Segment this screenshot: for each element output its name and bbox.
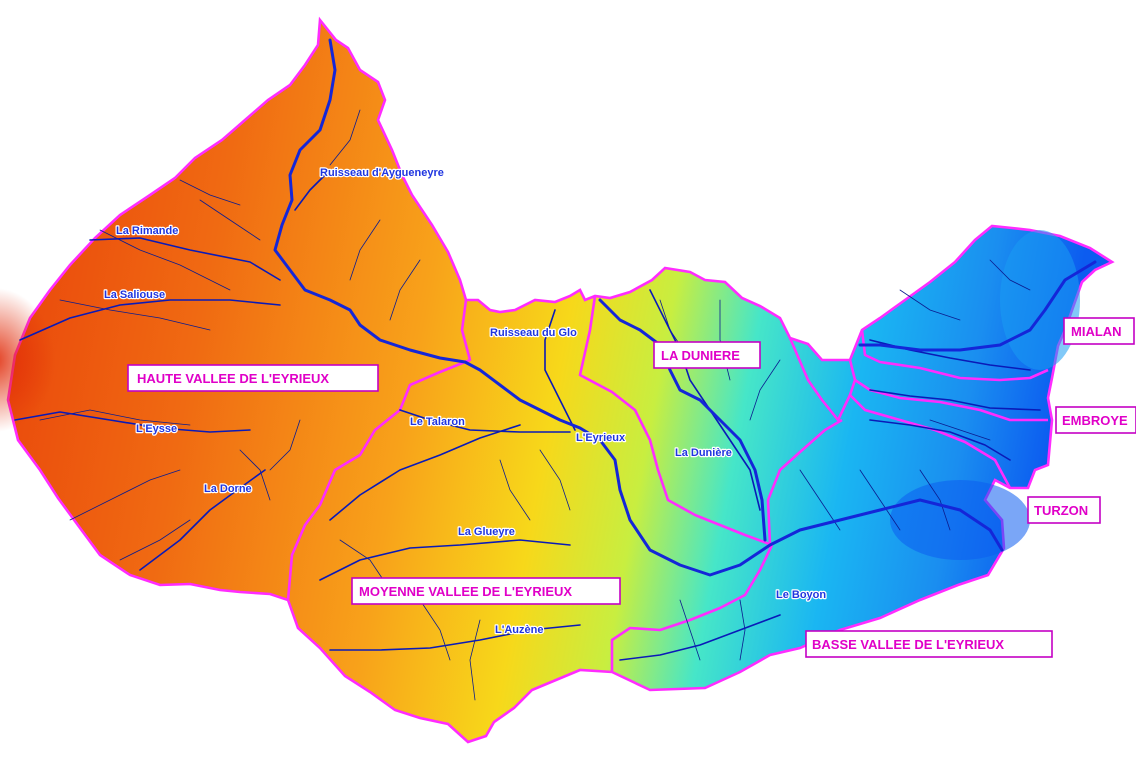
zone-basse-vallee: BASSE VALLEE DE L'EYRIEUX xyxy=(805,630,1053,658)
zone-la-duniere: LA DUNIERE xyxy=(653,341,761,369)
label-ruisseau-aygueneyre: Ruisseau d'Aygueneyre xyxy=(320,167,444,179)
zone-labels: HAUTE VALLEE DE L'EYRIEUX MOYENNE VALLEE… xyxy=(127,317,1136,658)
svg-text:EMBROYE: EMBROYE xyxy=(1062,413,1128,428)
low-relief-shading-north xyxy=(1000,230,1080,370)
zone-embroye: EMBROYE xyxy=(1055,406,1136,434)
tributary-network xyxy=(39,109,1031,701)
label-l-auzene: L'Auzène xyxy=(495,624,543,636)
svg-text:LA DUNIERE: LA DUNIERE xyxy=(661,348,740,363)
zone-turzon: TURZON xyxy=(1027,496,1101,524)
low-relief-shading xyxy=(890,480,1030,560)
label-le-talaron: Le Talaron xyxy=(410,416,465,428)
svg-text:MIALAN: MIALAN xyxy=(1071,324,1122,339)
label-l-eyrieux: L'Eyrieux xyxy=(576,432,626,444)
high-relief-shading xyxy=(0,180,250,540)
label-la-saliouse: La Saliouse xyxy=(104,289,165,301)
label-la-dorne: La Dorne xyxy=(204,483,252,495)
zone-moyenne-vallee: MOYENNE VALLEE DE L'EYRIEUX xyxy=(351,577,621,605)
zone-haute-vallee: HAUTE VALLEE DE L'EYRIEUX xyxy=(127,364,379,392)
svg-text:MOYENNE VALLEE DE L'EYRIEUX: MOYENNE VALLEE DE L'EYRIEUX xyxy=(359,584,572,599)
svg-text:BASSE VALLEE DE L'EYRIEUX: BASSE VALLEE DE L'EYRIEUX xyxy=(812,637,1004,652)
zone-mialan: MIALAN xyxy=(1063,317,1135,345)
main-rivers xyxy=(273,38,1097,577)
river-labels: Ruisseau d'Aygueneyre La Rimande La Sali… xyxy=(103,166,828,637)
label-la-glueyre: La Glueyre xyxy=(458,526,515,538)
svg-text:TURZON: TURZON xyxy=(1034,503,1088,518)
label-la-rimande: La Rimande xyxy=(116,225,178,237)
label-la-duniere-river: La Dunière xyxy=(675,447,732,459)
label-le-boyon: Le Boyon xyxy=(776,589,826,601)
svg-text:HAUTE VALLEE DE L'EYRIEUX: HAUTE VALLEE DE L'EYRIEUX xyxy=(137,371,329,386)
label-l-eysse: L'Eysse xyxy=(136,423,177,435)
label-ruisseau-du-glo: Ruisseau du Glo xyxy=(490,327,577,339)
